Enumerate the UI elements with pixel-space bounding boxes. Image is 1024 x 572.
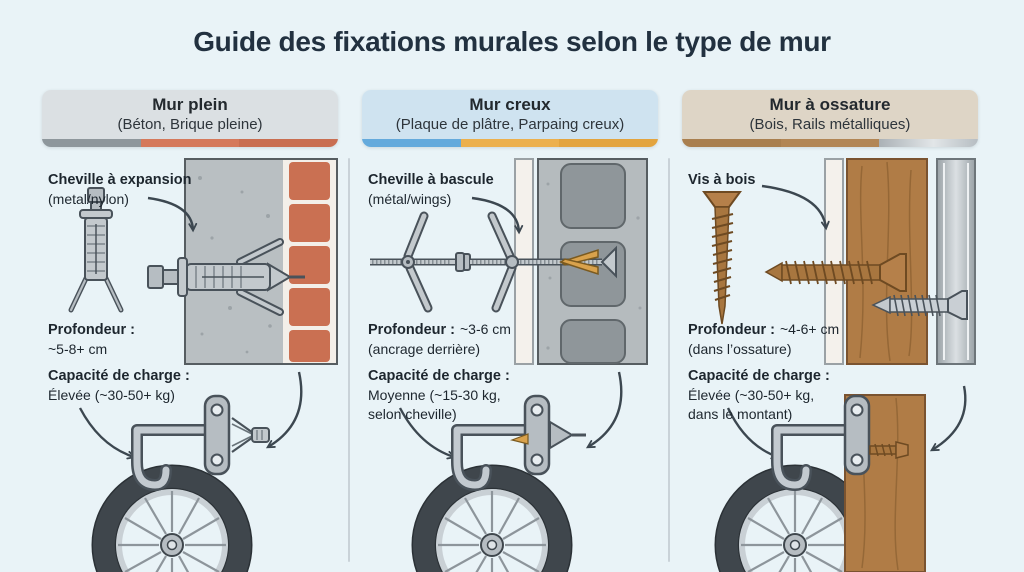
header-hollow-wall: Mur creux (Plaque de plâtre, Parpaing cr…: [362, 90, 658, 147]
bike-hook-mount-illustration: [93, 396, 270, 572]
column-framed-wall: Mur à ossature (Bois, Rails métalliques): [682, 90, 978, 572]
material-stripe: [682, 139, 978, 147]
metal-screw-installed: [871, 290, 968, 320]
header-subtitle: (Bois, Rails métalliques): [749, 116, 911, 133]
material-stripe: [42, 139, 338, 147]
depth-spec: Profondeur :~3-6 cm (ancrage derrière): [368, 321, 511, 357]
toggle-behind-plate-icon: [509, 420, 586, 450]
fastener-name: Cheville à expansion: [48, 172, 192, 188]
toggle-bolt-installed: [461, 211, 617, 313]
page-title: Guide des fixations murales selon le typ…: [193, 26, 831, 57]
header-subtitle: (Béton, Brique pleine): [117, 116, 263, 133]
load-capacity-spec: Capacité de charge : Élevée (~30-50+ kg,…: [688, 368, 830, 422]
column-divider: [668, 158, 670, 562]
fastener-label: Vis à bois: [688, 170, 755, 190]
expansion-anchor-icon: [68, 187, 124, 313]
header-title: Mur plein: [152, 95, 228, 114]
pointer-arrows: [398, 196, 623, 460]
fastener-label: Cheville à expansion (metal/nylon): [48, 170, 191, 209]
anchor-plug-icon: [231, 417, 270, 453]
stud-wall-cross-section: [824, 158, 976, 365]
concrete-brick-wall: [184, 158, 338, 365]
fastener-detail: (metal/nylon): [48, 191, 129, 207]
header-subtitle: (Plaque de plâtre, Parpaing creux): [395, 116, 625, 133]
fastener-label: Cheville à bascule (métal/wings): [368, 170, 494, 209]
header-framed-wall: Mur à ossature (Bois, Rails métalliques): [682, 90, 978, 147]
header-title: Mur creux: [469, 95, 551, 114]
column-divider: [348, 158, 350, 562]
depth-spec: Profondeur : ~5-8+ cm: [48, 322, 135, 357]
pointer-arrows: [78, 196, 303, 460]
load-capacity-spec: Capacité de charge : Élevée (~30-50+ kg): [48, 368, 190, 403]
framed-wall-illustration: [702, 158, 976, 572]
fastener-name: Cheville à bascule: [368, 172, 494, 188]
column-solid-wall: Mur plein (Béton, Brique pleine): [42, 90, 338, 572]
depth-spec: Profondeur :~4-6+ cm (dans l’ossature): [688, 321, 840, 357]
hollow-wall-illustration: [370, 158, 648, 572]
expansion-anchor-installed: [147, 238, 305, 316]
bike-hook-mount-illustration: [413, 396, 586, 572]
material-stripe: [362, 139, 658, 147]
mounting-screw-icon: [869, 441, 909, 459]
fastener-detail: (métal/wings): [368, 191, 452, 207]
solid-wall-illustration: [68, 158, 338, 572]
wood-screw-icon: [702, 191, 742, 325]
column-hollow-wall: Mur creux (Plaque de plâtre, Parpaing cr…: [362, 90, 658, 572]
bike-hook-mount-illustration: [716, 395, 926, 572]
wood-screw-installed: [764, 253, 907, 292]
header-title: Mur à ossature: [769, 95, 891, 114]
toggle-bolt-icon: [370, 211, 465, 313]
load-capacity-spec: Capacité de charge : Moyenne (~15-30 kg,…: [368, 368, 510, 422]
fastener-name: Vis à bois: [688, 172, 756, 188]
header-solid-wall: Mur plein (Béton, Brique pleine): [42, 90, 338, 147]
